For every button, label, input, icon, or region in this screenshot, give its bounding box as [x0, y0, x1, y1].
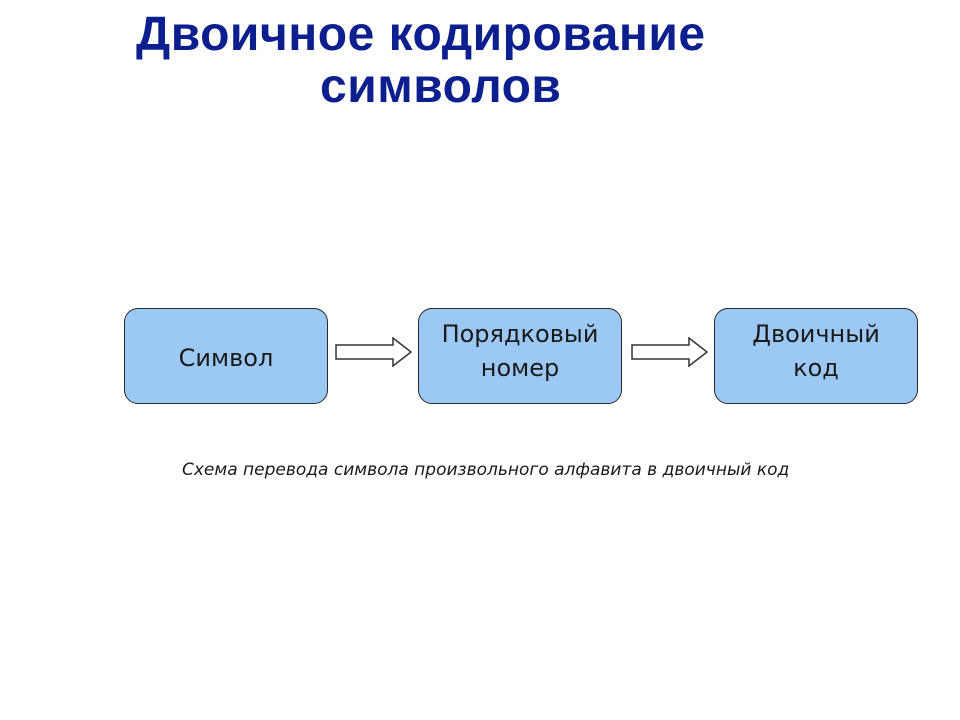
node-ordinal-number: Порядковый номер — [418, 308, 622, 404]
diagram-caption: Схема перевода символа произвольного алф… — [182, 460, 790, 480]
arrow-symbol-to-ordinal — [335, 337, 413, 367]
arrow-ordinal-to-binary — [631, 337, 709, 367]
slide-title: Двоичное кодирование символов — [0, 6, 960, 116]
node-ordinal-number-label: Порядковый номер — [441, 320, 599, 382]
node-symbol: Символ — [124, 308, 328, 404]
node-binary-code-label: Двоичный код — [752, 320, 880, 382]
node-symbol-label: Символ — [178, 344, 274, 372]
slide-title-line-1: Двоичное кодирование — [136, 8, 706, 61]
slide-title-line-2: символов — [320, 60, 562, 113]
node-binary-code: Двоичный код — [714, 308, 918, 404]
